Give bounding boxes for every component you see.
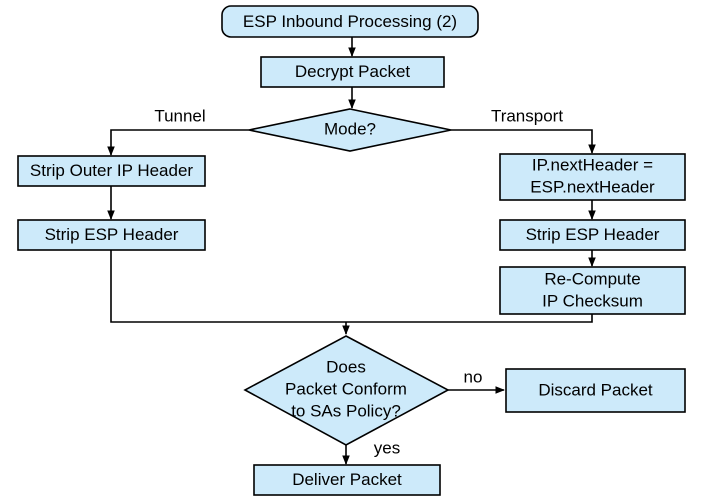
- recompute-ip-checksum-shape[interactable]: [499, 266, 686, 315]
- edge-label-yes: yes: [374, 438, 400, 457]
- edge-transport-branch-merge: [346, 314, 593, 323]
- strip-esp-header-tunnel-label: Strip ESP Header: [45, 225, 179, 244]
- ip-next-header-assign-shape[interactable]: [499, 153, 686, 201]
- edge-label-tunnel: Tunnel: [154, 106, 205, 125]
- discard-packet-shape[interactable]: [505, 368, 686, 413]
- node-deliver-packet[interactable]: Deliver Packet: [253, 464, 441, 496]
- edge-mode-transport-to-next-header: [451, 129, 596, 154]
- start-label: ESP Inbound Processing (2): [243, 12, 457, 31]
- discard-packet-label: Discard Packet: [538, 380, 653, 399]
- node-strip-esp-header-tunnel[interactable]: Strip ESP Header: [17, 219, 206, 251]
- ip-next-header-assign-label-line1: IP.nextHeader =: [532, 155, 653, 174]
- decrypt-packet-label: Decrypt Packet: [295, 62, 411, 81]
- conform-decision-label-line1: Does: [326, 357, 366, 376]
- strip-esp-header-tunnel-shape[interactable]: [17, 219, 206, 251]
- conform-decision-label-line3: to SAs Policy?: [291, 401, 401, 420]
- mode-decision-label: Mode?: [324, 119, 376, 138]
- conform-decision-label-line2: Packet Conform: [285, 379, 407, 398]
- start-terminator-shape[interactable]: [221, 5, 479, 38]
- edge-tunnel-branch-merge: [110, 250, 346, 323]
- recompute-ip-checksum-label-line1: Re-Compute: [544, 269, 640, 288]
- strip-outer-ip-header-shape[interactable]: [17, 155, 206, 187]
- strip-outer-ip-header-label: Strip Outer IP Header: [30, 161, 193, 180]
- conform-decision-shape[interactable]: [243, 335, 450, 446]
- strip-esp-header-transport-label: Strip ESP Header: [526, 225, 660, 244]
- edges: [107, 37, 596, 465]
- edge-label-no: no: [464, 367, 483, 386]
- node-strip-outer-ip-header[interactable]: Strip Outer IP Header: [17, 155, 206, 187]
- node-recompute-ip-checksum[interactable]: Re-Compute IP Checksum: [499, 266, 686, 315]
- mode-decision-shape[interactable]: [248, 108, 452, 152]
- deliver-packet-shape[interactable]: [253, 464, 441, 496]
- node-strip-esp-header-transport[interactable]: Strip ESP Header: [499, 219, 686, 251]
- recompute-ip-checksum-label-line2: IP Checksum: [542, 291, 643, 310]
- node-discard-packet[interactable]: Discard Packet: [505, 368, 686, 413]
- edge-labels: Tunnel Transport no yes: [154, 106, 563, 457]
- node-conform-decision[interactable]: Does Packet Conform to SAs Policy?: [243, 335, 450, 446]
- node-decrypt-packet[interactable]: Decrypt Packet: [260, 56, 445, 88]
- strip-esp-header-transport-shape[interactable]: [499, 219, 686, 251]
- deliver-packet-label: Deliver Packet: [292, 470, 402, 489]
- node-ip-next-header-assign[interactable]: IP.nextHeader = ESP.nextHeader: [499, 153, 686, 201]
- edge-label-transport: Transport: [491, 106, 563, 125]
- node-start[interactable]: ESP Inbound Processing (2): [221, 5, 479, 38]
- node-mode-decision[interactable]: Mode?: [248, 108, 452, 152]
- ip-next-header-assign-label-line2: ESP.nextHeader: [530, 177, 655, 196]
- decrypt-packet-shape[interactable]: [260, 56, 445, 88]
- edge-mode-tunnel-to-strip-outer-ip: [107, 129, 249, 156]
